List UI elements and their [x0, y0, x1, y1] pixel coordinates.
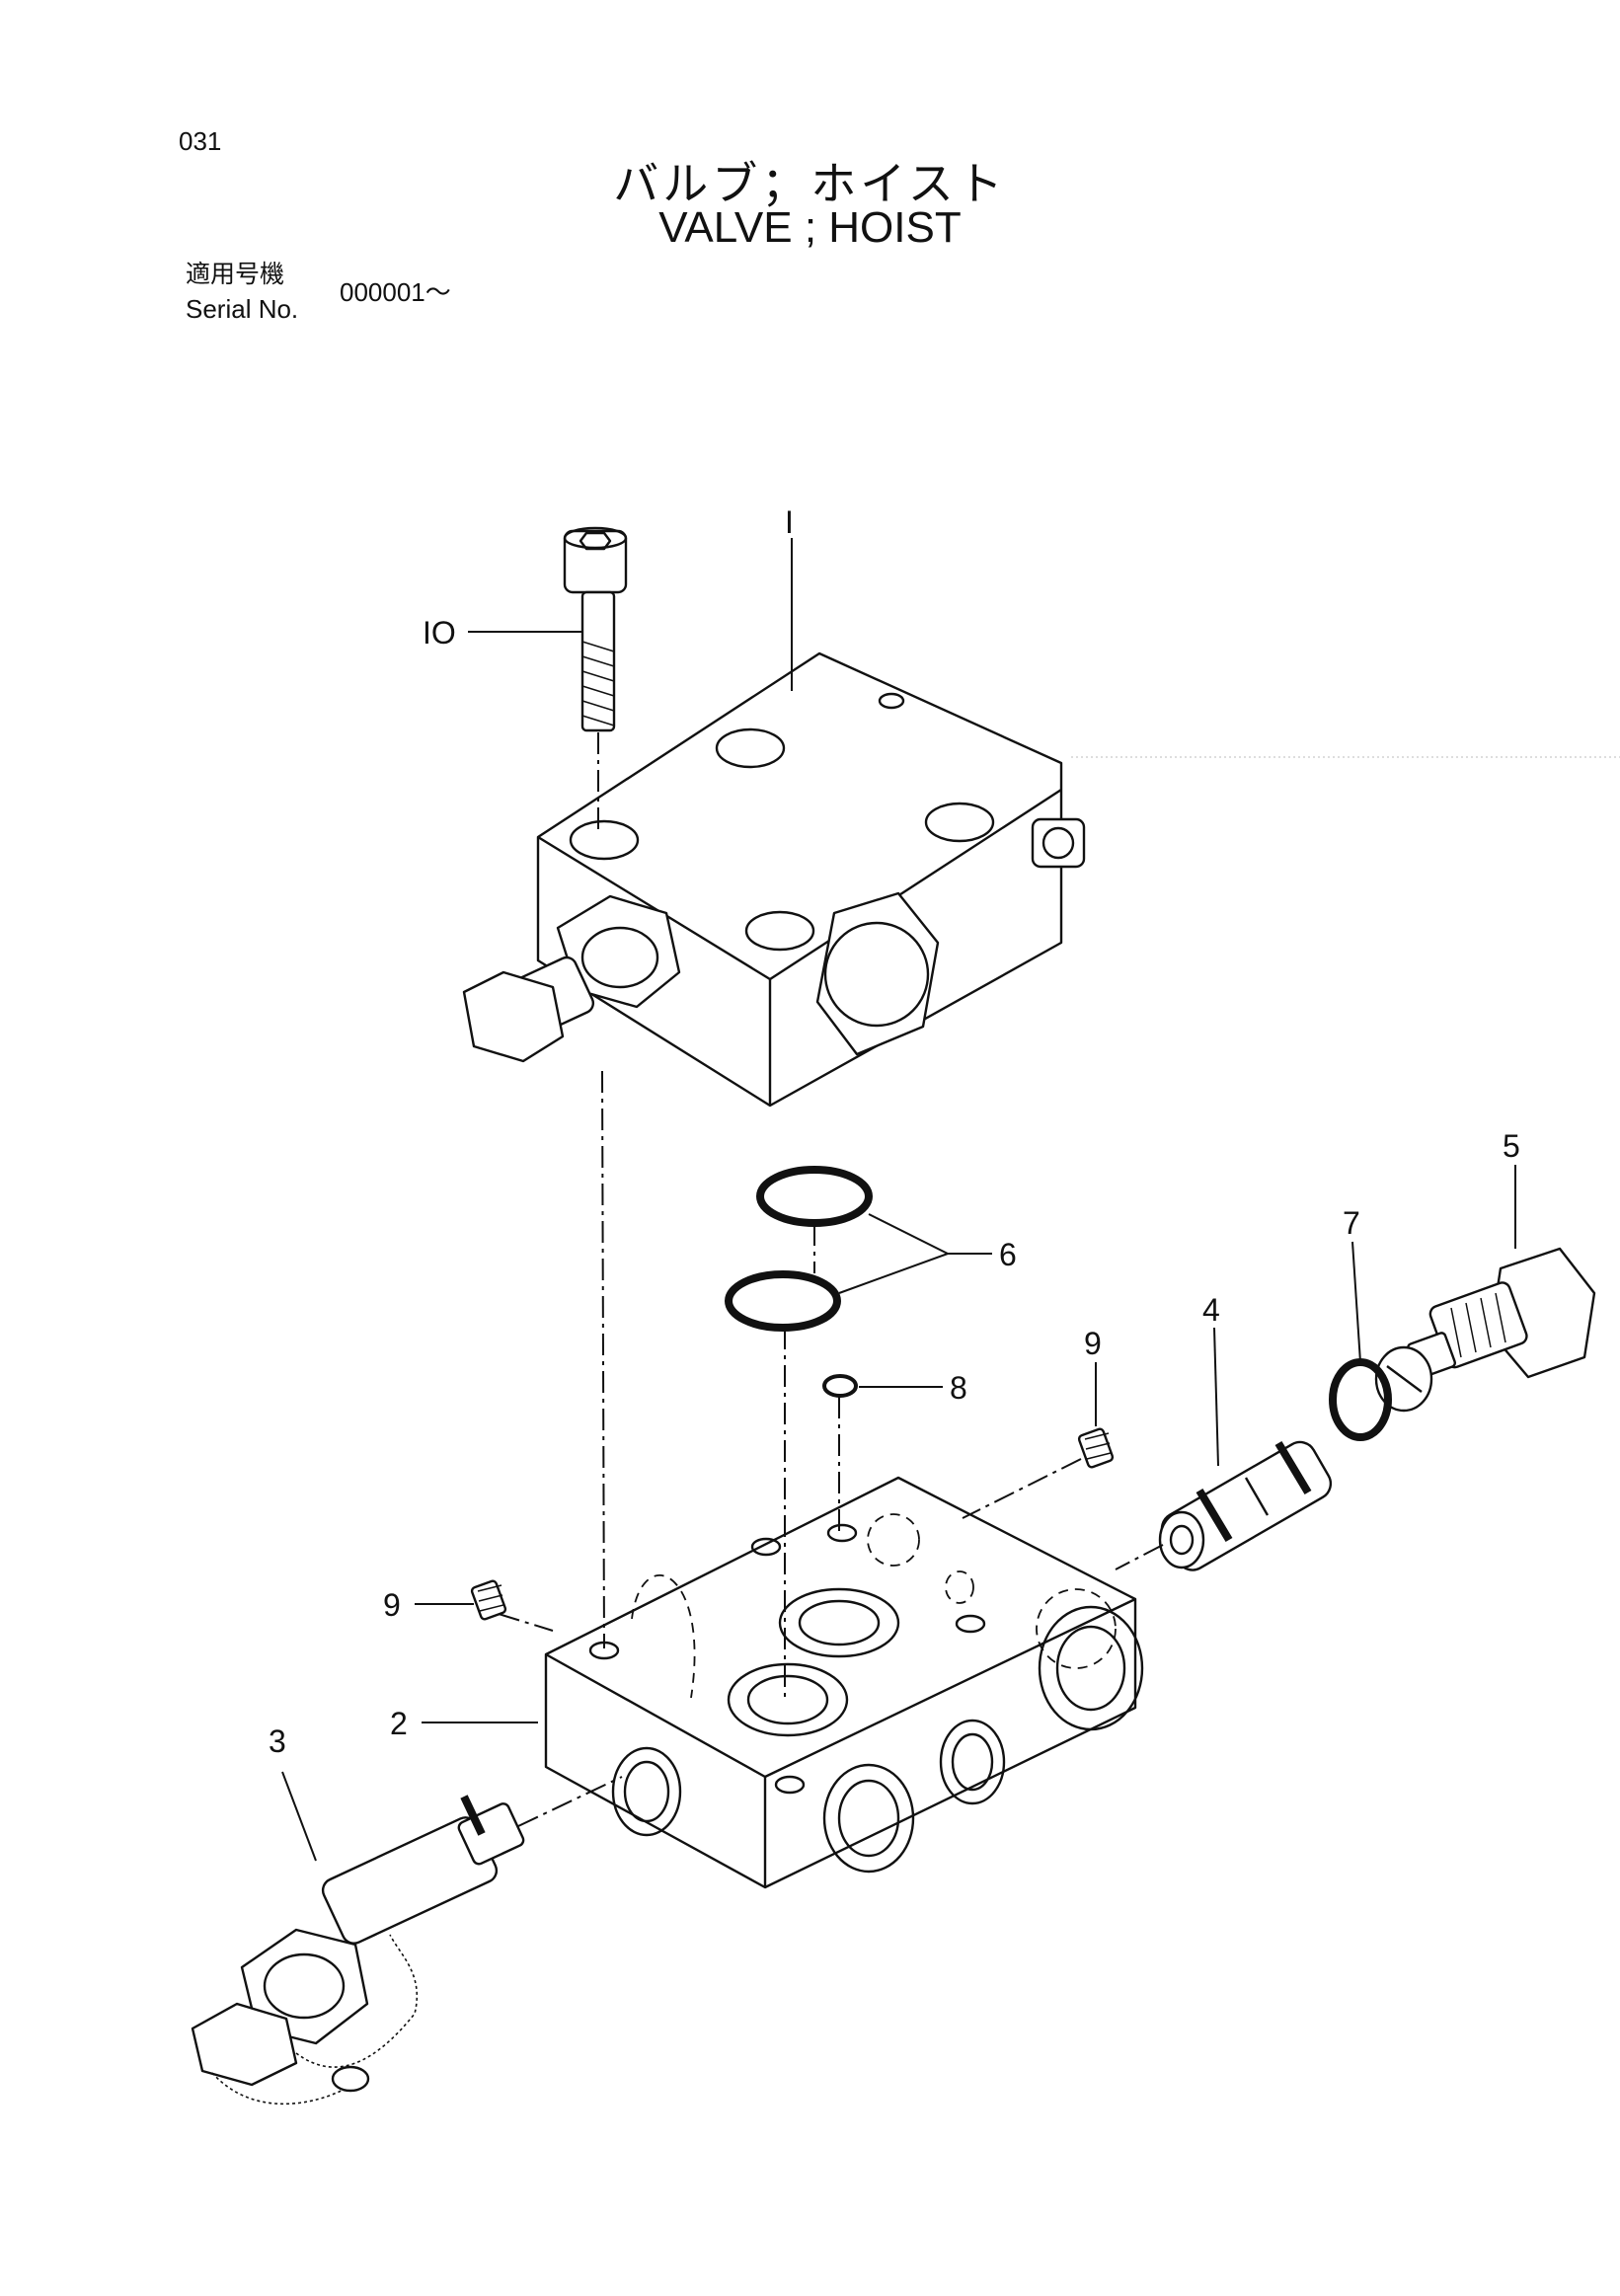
callout-5: 5	[1503, 1128, 1520, 1164]
assembly-centerlines	[498, 732, 1164, 1827]
part-9-set-screw-left	[470, 1579, 507, 1621]
serial-label-japanese: 適用号機	[186, 260, 285, 288]
part-1-valve-body	[536, 651, 1086, 1108]
part-4-spool	[1158, 1440, 1333, 1571]
part-2-valve-body	[544, 1476, 1144, 1889]
part-3-relief-valve	[191, 1795, 525, 2105]
part-10-cap-screw	[563, 526, 628, 732]
serial-number-range: 000001～	[340, 277, 451, 307]
serial-label-english: Serial No.	[186, 294, 299, 324]
title-japanese: バルブ；ホイスト	[613, 157, 1007, 210]
callout-1: I	[785, 504, 794, 540]
part-7-ring	[1329, 1358, 1392, 1441]
part-6-o-rings	[725, 1166, 873, 1332]
title-english: VALVE ; HOIST	[658, 203, 962, 252]
callout-10: IO	[423, 615, 456, 651]
callout-9-left: 9	[383, 1587, 401, 1623]
part-9-set-screw-right	[1077, 1427, 1115, 1469]
callout-4: 4	[1202, 1292, 1220, 1328]
callout-9-right: 9	[1084, 1326, 1102, 1361]
part-5-plug	[1374, 1247, 1596, 1413]
page-number: 031	[179, 126, 222, 156]
callout-6: 6	[999, 1237, 1017, 1272]
callout-leaders	[281, 538, 1516, 1862]
callout-3: 3	[269, 1723, 286, 1759]
callout-8: 8	[950, 1370, 967, 1406]
callout-7: 7	[1343, 1205, 1360, 1241]
callout-2: 2	[390, 1706, 408, 1741]
part-8-small-o-ring	[822, 1374, 858, 1398]
part-1-side-fitting	[462, 894, 681, 1063]
